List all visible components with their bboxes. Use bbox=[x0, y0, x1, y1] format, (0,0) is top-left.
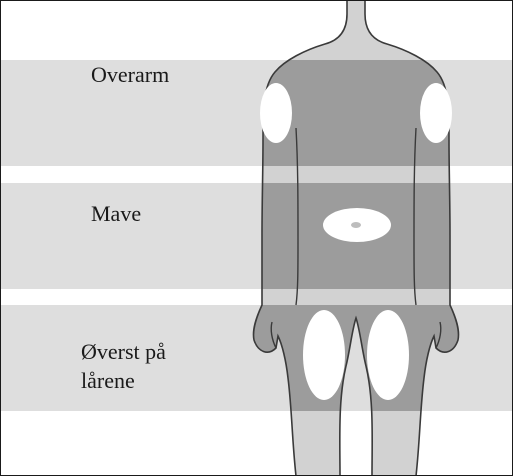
upper-arm-right-site bbox=[420, 83, 452, 143]
thigh-right-site bbox=[367, 310, 409, 400]
thigh-label-line2: lårene bbox=[81, 366, 166, 395]
abdomen-label: Mave bbox=[91, 199, 141, 228]
thigh-left-site bbox=[303, 310, 345, 400]
navel-icon bbox=[351, 222, 361, 228]
upper-arm-label: Overarm bbox=[91, 60, 169, 89]
thigh-label: Øverst på lårene bbox=[81, 337, 166, 395]
thigh-label-line1: Øverst på bbox=[81, 337, 166, 366]
upper-arm-left-site bbox=[260, 83, 292, 143]
